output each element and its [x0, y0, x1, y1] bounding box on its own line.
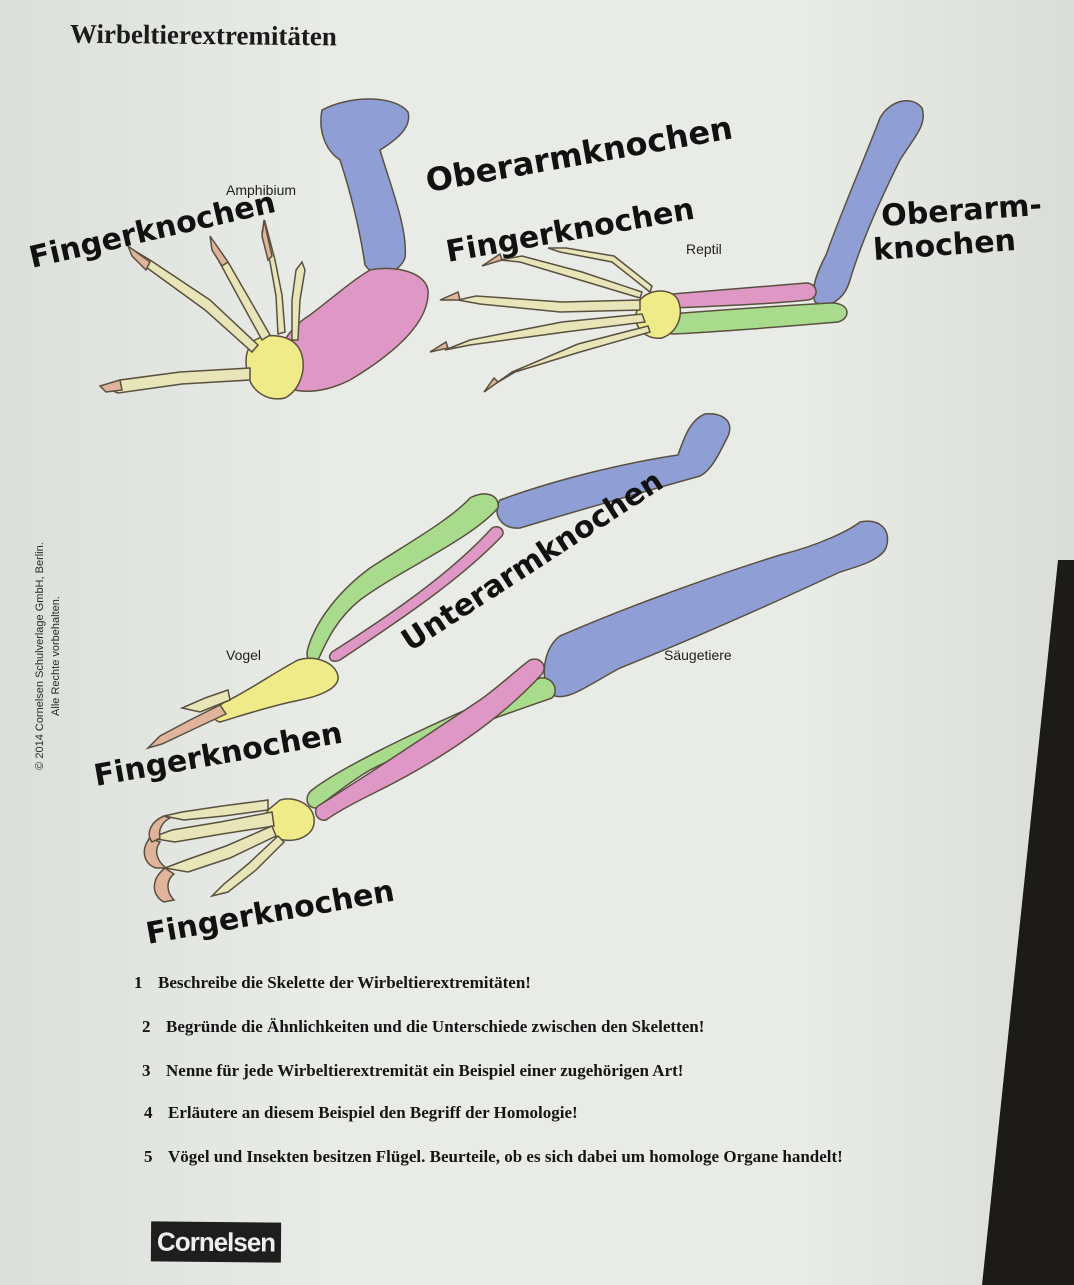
label-vogel: Vogel [226, 647, 261, 663]
bird-limb [145, 412, 731, 750]
question-1-number: 1 [134, 973, 143, 992]
bird-digit-2 [179, 689, 231, 713]
question-4-text: Erläutere an diesem Beispiel den Begriff… [168, 1103, 578, 1122]
mammal-humerus [543, 520, 889, 698]
handwritten-saeugetier-finger: Fingerknochen [143, 874, 397, 952]
question-1: 1 Beschreibe die Skelette der Wirbeltier… [134, 973, 531, 993]
question-5: 5 Vögel und Insekten besitzen Flügel. Be… [144, 1147, 844, 1167]
question-1-text: Beschreibe die Skelette der Wirbeltierex… [158, 973, 531, 992]
amphibian-forearm [275, 267, 429, 392]
bird-carpometacarpus [213, 657, 339, 723]
label-reptil: Reptil [686, 241, 722, 257]
amphibian-carpals [245, 334, 304, 400]
label-amphibium: Amphibium [226, 182, 296, 198]
mammal-fingertips [143, 815, 176, 903]
question-3-number: 3 [142, 1061, 151, 1080]
reptile-humerus [812, 99, 925, 306]
bird-ulna [328, 525, 504, 663]
question-4: 4 Erläutere an diesem Beispiel den Begri… [144, 1103, 578, 1123]
amphibian-humerus [320, 98, 410, 275]
reptile-fingers [444, 247, 653, 385]
handwritten-amphibium-oberarm: Oberarmknochen [423, 109, 735, 200]
question-3-text: Nenne für jede Wirbeltierextremität ein … [166, 1061, 684, 1080]
mammal-ulna [314, 658, 545, 821]
question-2-text: Begründe die Ähnlichkeiten und die Unter… [166, 1017, 705, 1036]
bird-humerus [496, 412, 731, 529]
question-5-number: 5 [144, 1147, 153, 1166]
amphibian-fingertips [98, 219, 273, 393]
label-saeugetiere: Säugetiere [664, 647, 732, 663]
question-2: 2 Begründe die Ähnlichkeiten und die Unt… [142, 1017, 704, 1037]
question-4-number: 4 [144, 1103, 153, 1122]
cornelsen-logo: Cornelsen [150, 1221, 282, 1263]
mammal-limb [143, 520, 889, 903]
handwritten-vogel-finger: Fingerknochen [91, 716, 345, 794]
amphibian-fingers [103, 219, 306, 394]
reptile-ulna [665, 282, 817, 309]
reptile-claws [429, 252, 503, 393]
limb-skeleton-diagram: Amphibium Reptil Vogel Säugetiere Finger… [26, 98, 1043, 952]
reptile-limb [429, 99, 925, 393]
question-3: 3 Nenne für jede Wirbeltierextremität ei… [142, 1061, 683, 1081]
mammal-fingers [147, 799, 286, 898]
handwritten-reptil-finger: Fingerknochen [443, 192, 697, 270]
question-5-text: Vögel und Insekten besitzen Flügel. Beur… [168, 1147, 843, 1166]
amphibian-limb [98, 98, 429, 400]
question-2-number: 2 [142, 1017, 151, 1036]
bird-digit [145, 704, 228, 750]
